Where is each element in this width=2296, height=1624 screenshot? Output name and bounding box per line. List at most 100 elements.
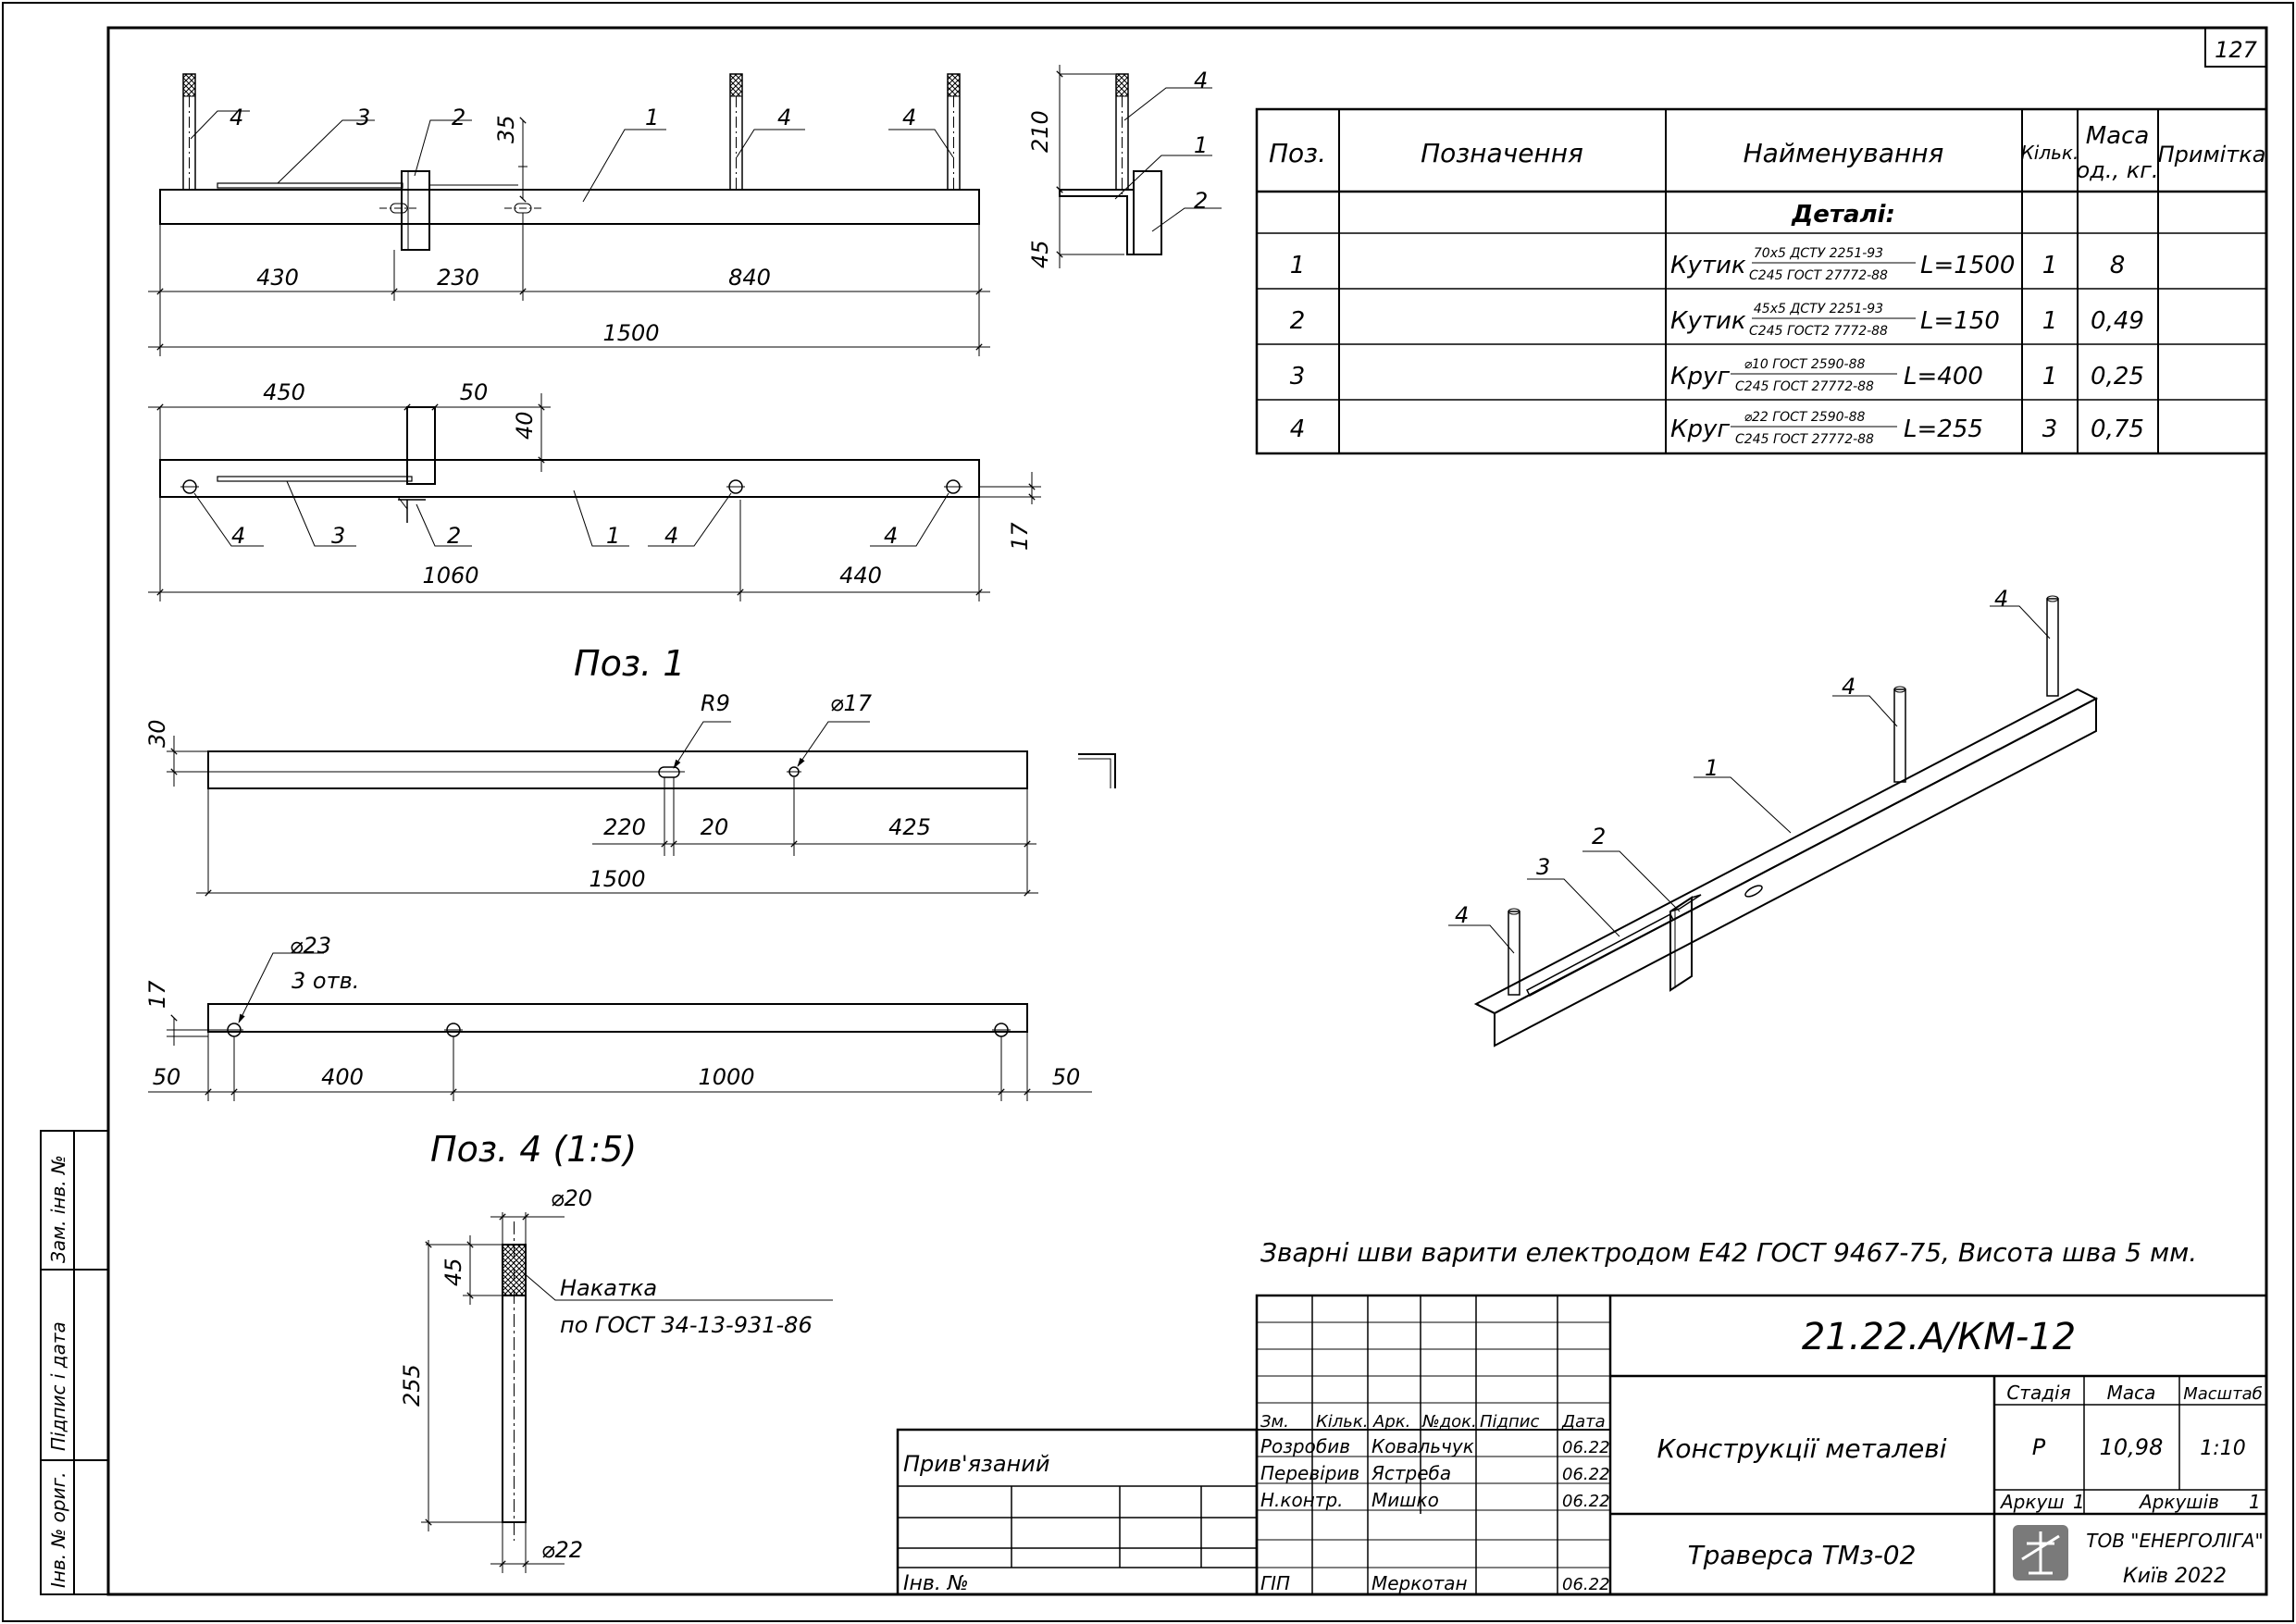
spec-row-2: 2 Кутик 45x5 ДСТУ 2251-93 С245 ГОСТ2 777…	[1290, 302, 2144, 339]
spec-row-pos: 3	[1290, 363, 1306, 391]
plan-dim-1060: 1060	[422, 563, 478, 589]
top-dim-230: 230	[437, 265, 479, 291]
spec-row-qty: 1	[2042, 252, 2058, 279]
spec-section: Деталі:	[1791, 201, 1895, 229]
spec-row-qty: 3	[2042, 415, 2058, 443]
spec-row-mass: 0,75	[2091, 415, 2144, 443]
tb-city: Київ 2022	[2123, 1565, 2227, 1588]
tb-section-name: Конструкції металеві	[1657, 1433, 1946, 1464]
iso-label-3: 3	[1536, 854, 1550, 880]
spec-row-qty: 1	[2042, 363, 2058, 391]
spec-row-den: С245 ГОСТ 27772-88	[1749, 268, 1888, 283]
pos1h-holes: 3 отв.	[292, 968, 359, 994]
top-dim-1500: 1500	[602, 320, 659, 346]
side-label-2: 2	[1194, 188, 1208, 214]
rod-left	[182, 73, 196, 191]
pos4-dia22: ⌀22	[541, 1537, 583, 1563]
spec-header-name: Найменування	[1744, 138, 1944, 168]
tb-company: ТОВ "ЕНЕРГОЛІГА"	[2086, 1530, 2263, 1552]
pos4-note2: по ГОСТ 34-13-931-86	[560, 1312, 813, 1338]
pos4-dim-45: 45	[441, 1258, 466, 1286]
pos4-note1: Накатка	[560, 1275, 657, 1301]
spec-header-note: Примітка	[2158, 142, 2266, 167]
pos1h-dim-1000: 1000	[698, 1064, 754, 1090]
tb-col-ndok: №док.	[1421, 1412, 1477, 1432]
spec-row-num: ⌀10 ГОСТ 2590-88	[1744, 357, 1866, 372]
tb-sheet-label: Аркуш	[1999, 1491, 2065, 1513]
plan-label-3: 3	[331, 523, 345, 549]
tb-stage-label: Стадія	[2006, 1382, 2070, 1404]
pos1h-dim-400: 400	[321, 1064, 364, 1090]
pos1-title: Поз. 1	[574, 643, 685, 684]
tb-col-ark: Арк.	[1372, 1412, 1410, 1432]
tb-sheets: 1	[2249, 1491, 2261, 1513]
spec-row-num: ⌀22 ГОСТ 2590-88	[1744, 410, 1866, 425]
pos1-dim-220: 220	[603, 814, 646, 840]
pos1-dim-30: 30	[144, 719, 170, 748]
tb-scale: 1:10	[2200, 1437, 2245, 1460]
top-dim-35: 35	[493, 115, 519, 143]
top-dim-430: 430	[256, 265, 299, 291]
plan-label-2: 2	[447, 523, 461, 549]
spec-row-3: 3 Круг ⌀10 ГОСТ 2590-88 С245 ГОСТ 27772-…	[1290, 357, 2144, 394]
tb-name: Ястреба	[1371, 1462, 1451, 1484]
pos4-dia20: ⌀20	[551, 1185, 592, 1211]
bound-inv: Інв. №	[903, 1572, 969, 1595]
iso-rod	[2046, 595, 2059, 697]
plan-dim-50: 50	[460, 379, 489, 405]
spec-row-len: L=150	[1920, 307, 2000, 335]
pos4-title: Поз. 4 (1:5)	[430, 1129, 637, 1170]
pos4-dim-255: 255	[399, 1364, 425, 1407]
spec-header-pos: Поз.	[1269, 138, 1326, 168]
pos1-view: 30 R9 ⌀17 220 20 425 1500	[144, 690, 1116, 897]
plan-dim-17: 17	[1007, 522, 1033, 551]
top-label-1: 1	[645, 105, 659, 130]
spec-row-mass: 0,25	[2091, 363, 2144, 391]
tb-stage: Р	[2032, 1434, 2046, 1460]
tb-role: Розробив	[1260, 1435, 1350, 1457]
rod-right	[947, 73, 961, 191]
pos1-dim-425: 425	[888, 814, 931, 840]
tb-name: Мишко	[1371, 1489, 1439, 1511]
pos1h-dim-17: 17	[144, 980, 170, 1009]
tb-name: Меркотан	[1371, 1572, 1468, 1594]
isometric-view: 4 4 1 2 3 4	[1448, 586, 2099, 1048]
spec-row-len: L=400	[1904, 363, 1983, 391]
spec-row-den: С245 ГОСТ2 7772-88	[1749, 324, 1888, 339]
top-label-4c: 4	[902, 105, 916, 130]
top-label-2: 2	[452, 105, 465, 130]
iso-label-4c: 4	[1455, 902, 1469, 928]
weld-note: Зварні шви варити електродом Е42 ГОСТ 94…	[1260, 1237, 2197, 1268]
spec-row-qty: 1	[2042, 307, 2058, 335]
pos1h-dim-50b: 50	[1052, 1064, 1081, 1090]
spec-row-mass: 0,49	[2091, 307, 2144, 335]
side-stamp-inv: Інв. № ориг.	[47, 1472, 69, 1588]
tb-date: 06.22	[1562, 1438, 1610, 1457]
spec-row-pos: 2	[1290, 307, 1306, 335]
spec-row-name: Круг	[1670, 363, 1730, 391]
side-view: 210 45 4 1 2	[1027, 65, 1222, 268]
pos1-dim-20: 20	[701, 814, 729, 840]
top-view: 4 3 2 1 4 4 35 430 230 840 1500	[148, 73, 990, 356]
side-stamp-pidpys: Підпис і дата	[47, 1321, 69, 1451]
tb-mass-label: Маса	[2107, 1382, 2156, 1404]
spec-row-1: 1 Кутик 70x5 ДСТУ 2251-93 С245 ГОСТ 2777…	[1290, 246, 2126, 283]
spec-row-len: L=1500	[1920, 252, 2015, 279]
sheet-number: 127	[2215, 37, 2258, 63]
pos4-view: ⌀20 45 255 Накатка по ГОСТ 34-13-931-86 …	[399, 1185, 833, 1573]
spec-row-pos: 4	[1290, 415, 1306, 443]
tb-date: 06.22	[1562, 1575, 1610, 1594]
tb-role: Н.контр.	[1260, 1489, 1344, 1511]
pos1-dia17: ⌀17	[830, 690, 873, 716]
plan-label-4a: 4	[231, 523, 245, 549]
spec-row-den: С245 ГОСТ 27772-88	[1735, 432, 1874, 447]
plan-label-4c: 4	[884, 523, 898, 549]
plan-dim-40: 40	[512, 411, 538, 440]
tb-col-pidpys: Підпис	[1480, 1412, 1539, 1432]
spec-row-pos: 1	[1290, 252, 1306, 279]
tb-col-kilk: Кільк.	[1316, 1412, 1369, 1432]
iso-label-4a: 4	[1994, 586, 2008, 612]
top-label-4a: 4	[230, 105, 243, 130]
